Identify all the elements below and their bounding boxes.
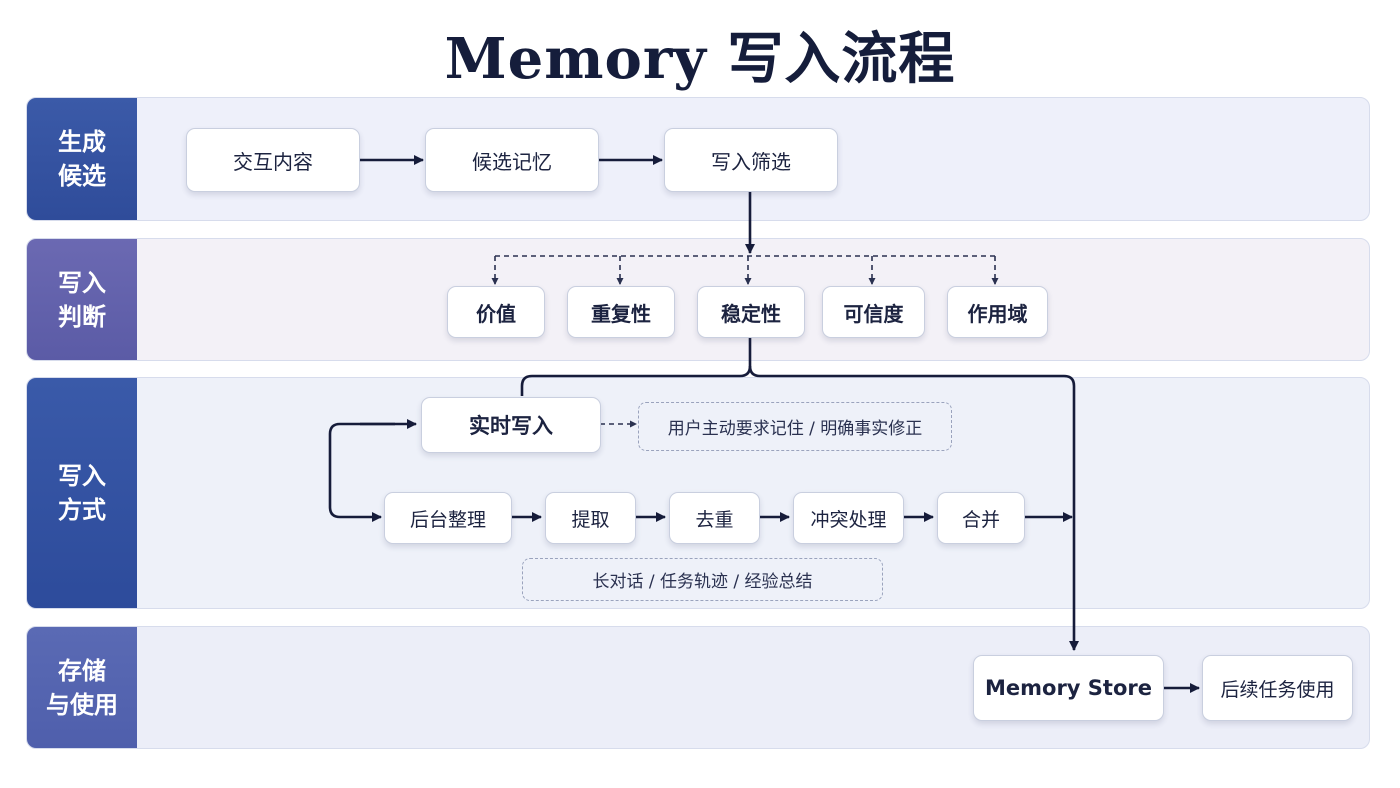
page-title: Memory 写入流程: [444, 26, 956, 92]
node-merge: 合并: [937, 492, 1025, 544]
note-realtime: 用户主动要求记住 / 明确事实修正: [638, 402, 952, 451]
criterion-scope: 作用域: [947, 286, 1048, 338]
criterion-duplication: 重复性: [567, 286, 675, 338]
lane-label-mode: 写入 方式: [27, 378, 137, 608]
node-later-task-use: 后续任务使用: [1202, 655, 1353, 721]
node-extract: 提取: [545, 492, 636, 544]
node-realtime-write: 实时写入: [421, 397, 601, 453]
node-conflict-handling: 冲突处理: [793, 492, 904, 544]
lane-label-judge: 写入 判断: [27, 239, 137, 360]
note-background: 长对话 / 任务轨迹 / 经验总结: [522, 558, 883, 601]
node-candidate-memory: 候选记忆: [425, 128, 599, 192]
lane-label-generate: 生成 候选: [27, 98, 137, 220]
loop-to-realtime: [328, 422, 395, 522]
node-memory-store: Memory Store: [973, 655, 1164, 721]
node-interaction-content: 交互内容: [186, 128, 360, 192]
node-deduplicate: 去重: [669, 492, 760, 544]
lane-label-store: 存储 与使用: [27, 627, 137, 748]
criterion-stability: 稳定性: [697, 286, 805, 338]
node-write-filter: 写入筛选: [664, 128, 838, 192]
criterion-credibility: 可信度: [822, 286, 925, 338]
criterion-value: 价值: [447, 286, 545, 338]
branch-right-to-store: [748, 365, 1079, 651]
node-background-organize: 后台整理: [384, 492, 512, 544]
branch-left: [520, 337, 752, 396]
